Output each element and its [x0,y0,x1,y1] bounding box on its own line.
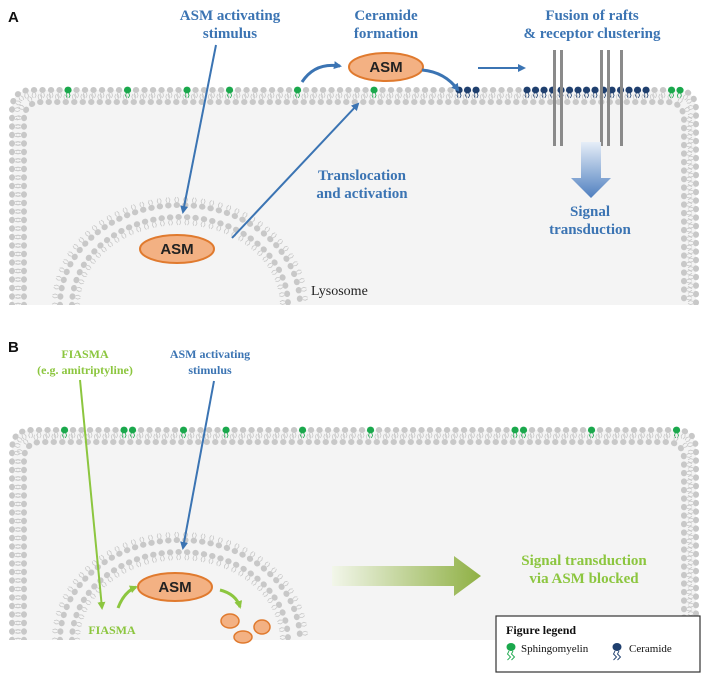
arrow-from-asm [421,68,460,92]
ceramide-icon [612,643,622,661]
fiasma-label-2: (e.g. amitriptyline) [37,363,133,377]
stimulus-label-a: ASM activating [180,8,281,24]
fiasma-bind-arrow [116,585,138,609]
signal-label: Signal [570,204,610,220]
asm-lysosome-label-a: ASM [160,241,193,258]
asm-enzyme-membrane [348,52,424,82]
panel-a: A ASM activating stimulus Ceramide forma… [8,8,699,305]
fiasma-arrow [79,379,106,610]
asm-lysosome-label-b: ASM [158,579,191,596]
asm-membrane-label: ASM [369,59,402,76]
lysosome-membrane-b [51,531,308,640]
legend-ceramide: Ceramide [629,643,672,655]
ceramide-label: Ceramide [354,8,418,24]
signal-label-2: transduction [549,222,631,238]
asm-enzyme-lysosome-b [137,572,213,602]
legend-box [495,615,701,673]
blocked-label-2: via ASM blocked [529,571,639,587]
stimulus-label-a-2: stimulus [203,26,257,42]
stimulus-label-b-2: stimulus [188,363,232,377]
translocation-label: Translocation [318,168,407,184]
legend-sphingomyelin: Sphingomyelin [521,643,589,655]
translocation-label-2: and activation [316,186,408,202]
asm-fragment [220,613,240,629]
signal-arrow-a [571,142,611,198]
sphingomyelin-icon [506,643,516,661]
release-arrow [219,588,243,609]
panel-a-label: A [8,9,19,26]
asm-enzyme-lysosome-a [139,234,215,264]
receptor-cluster [553,50,623,146]
panel-b: B FIASMA (e.g. amitriptyline) ASM activa… [8,339,699,644]
fusion-label-2: & receptor clustering [524,26,661,42]
blocked-arrow [332,556,481,596]
fiasma-label: FIASMA [61,347,109,361]
fusion-label: Fusion of rafts [545,8,638,24]
fiasma-small-label: FIASMA [88,623,136,637]
figure-legend: Figure legend Sphingomyelin Ceramide [495,615,701,673]
asm-fragment [233,630,253,644]
asm-fragment [253,619,271,635]
lysosome-membrane-a [51,196,308,305]
lysosome-label: Lysosome [311,284,368,299]
legend-title: Figure legend [506,623,576,637]
arrow-to-asm [300,61,342,83]
translocation-arrow [231,102,360,239]
panel-b-label: B [8,339,19,356]
stimulus-arrow-a [180,44,217,214]
stimulus-arrow-b [180,380,215,550]
ceramide-label-2: formation [354,26,419,42]
stimulus-label-b: ASM activating [170,347,250,361]
blocked-label: Signal transduction [521,553,647,569]
